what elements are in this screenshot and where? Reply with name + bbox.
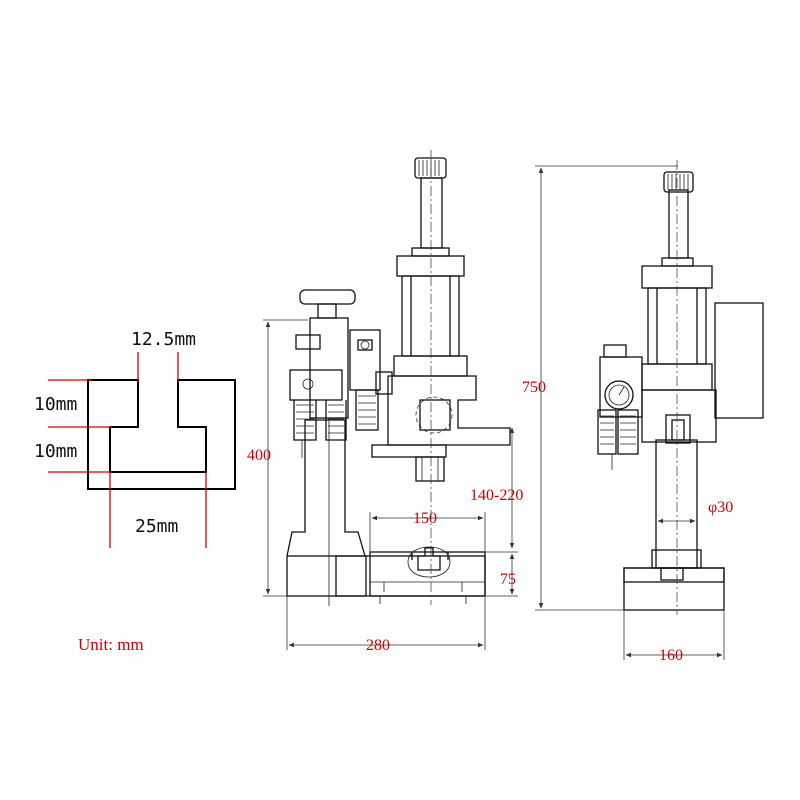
tslot-detail: 12.5mm 10mm 10mm 25mm [34, 329, 236, 548]
front-height-label: 400 [247, 447, 271, 464]
side-column-diameter-label: φ30 [708, 499, 733, 516]
tslot-bottom-width-label: 25mm [135, 516, 178, 537]
front-stroke-label: 140-220 [470, 487, 523, 504]
unit-note: Unit: mm [78, 635, 144, 654]
front-table-height-label: 75 [500, 571, 516, 588]
side-base-width-label: 160 [659, 647, 683, 664]
front-base-width-label: 280 [366, 637, 390, 654]
front-view: 400 140-220 150 75 280 [247, 150, 523, 654]
tslot-outline [87, 379, 236, 490]
tslot-upper-height-label: 10mm [34, 394, 77, 415]
side-total-height-label: 750 [522, 379, 546, 396]
side-view: 750 φ30 160 [522, 160, 764, 664]
front-table-width-label: 150 [413, 510, 437, 527]
tslot-lower-height-label: 10mm [34, 441, 77, 462]
tslot-top-width-label: 12.5mm [131, 329, 196, 350]
